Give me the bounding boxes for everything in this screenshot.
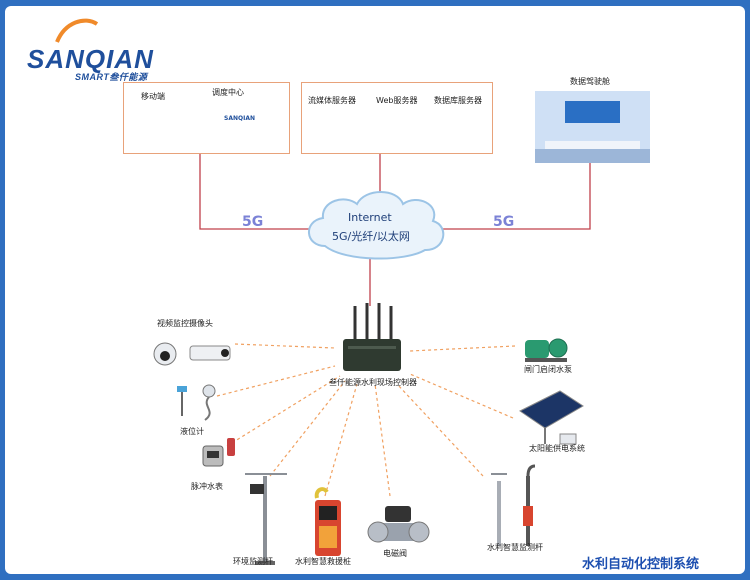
mobile-label: 移动端 (141, 92, 165, 101)
cloud-line2: 5G/光纤/以太网 (332, 230, 410, 243)
cloud-line1: Internet (348, 211, 392, 224)
pump-label: 闸门启闭水泵 (524, 365, 572, 374)
logo-mark (55, 18, 99, 43)
smart-pole-label: 水利智慧监测杆 (487, 543, 543, 552)
link-solar (409, 373, 514, 419)
rescue-label: 水利智慧救援桩 (295, 557, 351, 566)
link-label-left: 5G (242, 214, 264, 230)
camera-icon (153, 342, 231, 366)
logo-subtitle: SMART叁仟能源 (75, 72, 148, 82)
cockpit-room-image (535, 91, 650, 163)
dispatch-label: 调度中心 (212, 88, 244, 97)
screen-brand: SANQIAN (224, 115, 255, 122)
pulse-meter-icon (202, 438, 235, 467)
link-pump (409, 345, 516, 352)
link-camera (234, 343, 336, 349)
device-links (216, 343, 516, 497)
cockpit-label: 数据驾驶舱 (570, 77, 610, 86)
client-box: 移动端 调度中心 SANQIAN (123, 82, 290, 154)
link-label-right: 5G (493, 214, 515, 230)
logo-text: SANQIAN (27, 44, 154, 74)
env-pole-icon (245, 473, 287, 565)
solenoid-valve-icon (367, 506, 430, 543)
server-label-database: 数据库服务器 (434, 96, 482, 105)
rescue-post-icon (314, 487, 341, 556)
solar-label: 太阳能供电系统 (529, 444, 585, 453)
link-level (216, 365, 336, 397)
frame: SANQIAN SMART叁仟能源 移动端 调度中心 SANQIAN 流媒体服务… (5, 6, 745, 574)
controller-label: 叁仟能源水利现场控制器 (329, 378, 417, 387)
link-rescue (324, 383, 358, 497)
server-label-streaming: 流媒体服务器 (308, 96, 356, 105)
link-smart-pole (396, 383, 484, 477)
link-dispatch-cloud (199, 153, 320, 230)
camera-label: 视频监控摄像头 (157, 319, 213, 328)
page-title: 水利自动化控制系统 (582, 557, 700, 572)
link-pulse (226, 375, 341, 447)
server-label-web: Web服务器 (376, 96, 418, 105)
server-box: 流媒体服务器 Web服务器 数据库服务器 (301, 82, 493, 154)
env-pole-label: 环境监测杆 (233, 557, 273, 566)
valve-label: 电磁阀 (383, 549, 407, 558)
water-pump-icon (525, 338, 568, 362)
level-meter-icon (177, 384, 216, 421)
link-cockpit-cloud (435, 163, 591, 230)
controller-device-icon (343, 303, 401, 371)
link-env (269, 380, 346, 477)
logo-swoosh-icon (55, 18, 99, 43)
level-label: 液位计 (180, 427, 204, 436)
solar-panel-icon (519, 390, 584, 445)
internet-cloud (308, 191, 445, 260)
link-valve (374, 383, 391, 497)
network-links (199, 153, 591, 306)
smart-pole-icon (491, 464, 536, 546)
pulse-label: 脉冲水表 (191, 482, 223, 491)
